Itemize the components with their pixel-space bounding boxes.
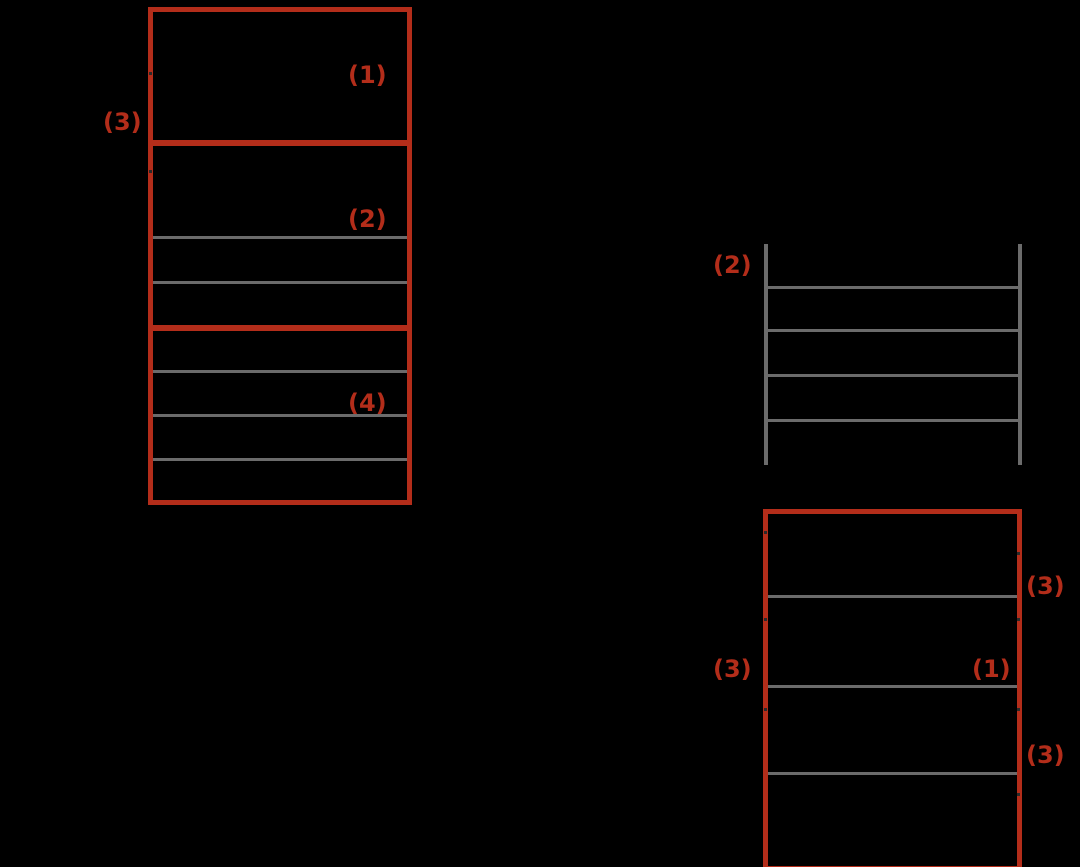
label-right-upper-ladder-2: (2) [713,251,752,279]
right-upper-ladder-rule-2 [764,329,1022,332]
label-left-stack-section-2: (2) [348,205,387,233]
right-upper-ladder-rule-4 [764,419,1022,422]
left-stack-rule-4 [153,414,407,417]
label-right-lower-stack-top-3: (3) [1026,572,1065,600]
label-left-stack-outer-3: (3) [103,108,142,136]
label-right-lower-stack-bottom-3: (3) [1026,741,1065,769]
right-lower-stack-tick-left-2 [764,618,767,621]
label-left-stack-section-4: (4) [348,389,387,417]
left-stack-tick-2 [149,170,152,173]
right-lower-stack-tick-left-1 [764,531,767,534]
left-stack-block [148,7,412,505]
right-upper-ladder-rule-3 [764,374,1022,377]
right-lower-stack-tick-4 [1017,793,1020,796]
right-upper-ladder-right-rail [1018,244,1022,465]
label-right-lower-stack-section-1: (1) [972,655,1011,683]
left-stack-red-divider-1 [148,140,412,146]
right-lower-stack-tick-left-3 [764,708,767,711]
left-stack-tick-1 [149,72,152,75]
label-right-lower-stack-outer-3: (3) [713,655,752,683]
left-stack-rule-3 [153,370,407,373]
label-left-stack-section-1: (1) [348,61,387,89]
right-lower-stack-block [763,509,1022,867]
right-lower-stack-rule-3 [768,772,1017,775]
right-lower-stack-rule-1 [768,595,1017,598]
right-lower-stack-tick-2 [1017,618,1020,621]
right-upper-ladder-rule-1 [764,286,1022,289]
left-stack-rule-5 [153,458,407,461]
left-stack-red-divider-2 [148,325,412,331]
left-stack-rule-2 [153,281,407,284]
right-upper-ladder-left-rail [764,244,768,465]
right-lower-stack-tick-1 [1017,552,1020,555]
right-lower-stack-rule-2 [768,685,1017,688]
left-stack-rule-1 [153,236,407,239]
right-lower-stack-tick-3 [1017,708,1020,711]
